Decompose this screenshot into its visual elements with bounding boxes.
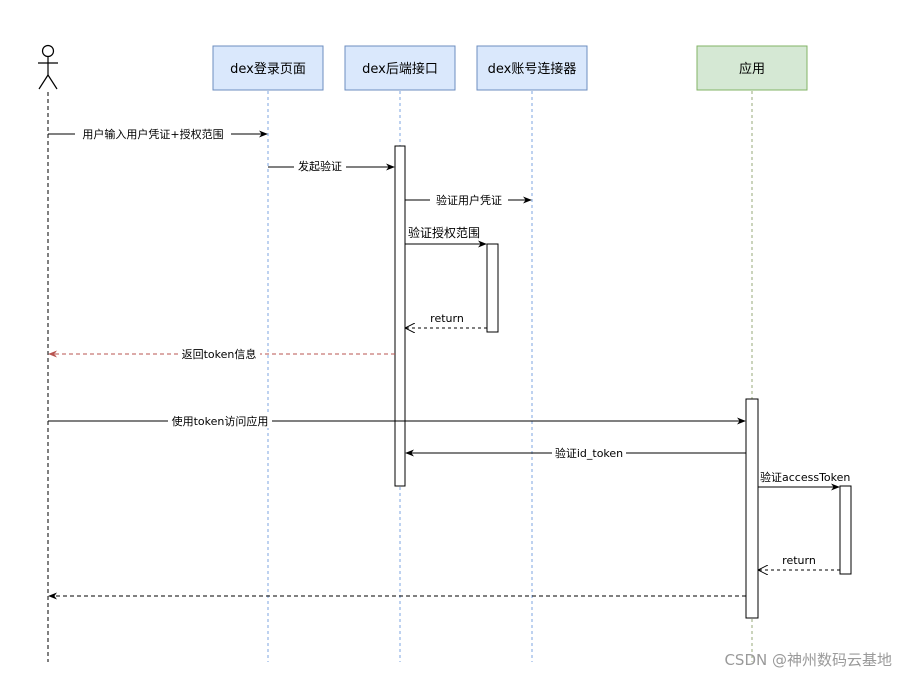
message-label-bg-m2 bbox=[294, 159, 346, 173]
participant-login-page: dex登录页面 bbox=[212, 45, 324, 91]
message-label-m3: 验证用户凭证 bbox=[436, 193, 502, 207]
message-label-m9: 验证accessToken bbox=[760, 470, 850, 484]
activation-backend-scope-check bbox=[486, 243, 499, 333]
message-label-m2: 发起验证 bbox=[298, 159, 342, 173]
participant-connector: dex账号连接器 bbox=[476, 45, 588, 91]
activation-app bbox=[745, 398, 759, 619]
message-label-m10: return bbox=[782, 554, 816, 567]
participant-app-label: 应用 bbox=[739, 61, 765, 77]
message-label-bg-m6 bbox=[178, 347, 260, 361]
participant-login-page-label: dex登录页面 bbox=[230, 62, 306, 77]
participant-app: 应用 bbox=[696, 45, 808, 91]
participant-backend-api-label: dex后端接口 bbox=[362, 61, 438, 77]
message-label-m5: return bbox=[430, 312, 464, 325]
message-label-bg-m1 bbox=[75, 127, 231, 141]
message-label-bg-m7 bbox=[168, 414, 272, 428]
message-label-m8: 验证id_token bbox=[555, 446, 623, 460]
message-label-m1: 用户输入用户凭证+授权范围 bbox=[82, 127, 223, 141]
activation-app-token-check bbox=[839, 485, 852, 575]
participant-backend-api: dex后端接口 bbox=[344, 45, 456, 91]
message-label-m6: 返回token信息 bbox=[182, 347, 257, 361]
message-label-m7: 使用token访问应用 bbox=[172, 414, 269, 428]
activation-backend-api bbox=[394, 145, 406, 487]
message-label-bg-m3 bbox=[430, 193, 508, 207]
message-label-bg-m8 bbox=[552, 446, 626, 460]
message-label-m4: 验证授权范围 bbox=[408, 225, 480, 240]
watermark: CSDN @神州数码云基地 bbox=[724, 651, 892, 669]
user-actor-icon bbox=[38, 44, 58, 90]
participant-connector-label: dex账号连接器 bbox=[488, 61, 577, 77]
